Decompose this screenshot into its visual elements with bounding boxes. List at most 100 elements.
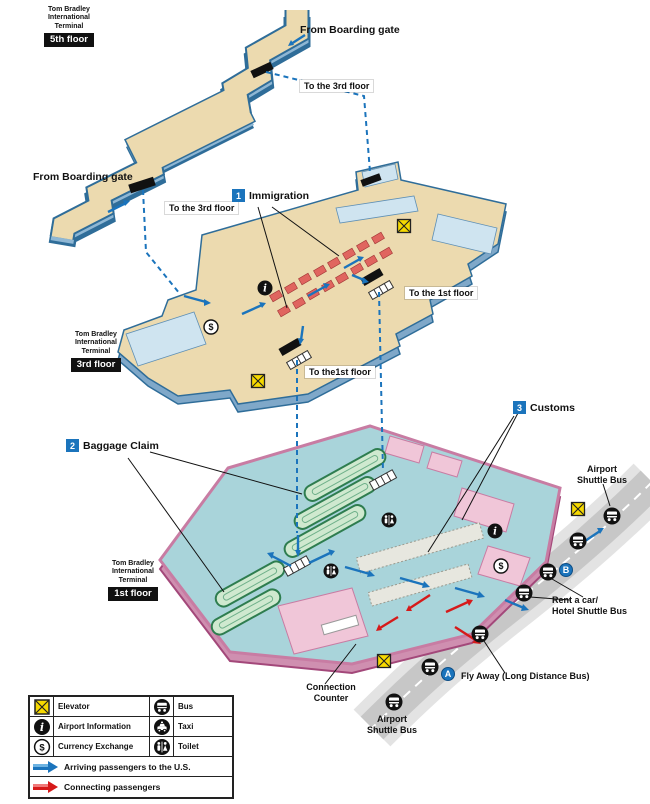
stairs-icon [250, 61, 274, 79]
to-3rd-floor-top-label: To the 3rd floor [300, 80, 374, 92]
bus-icon [603, 507, 621, 525]
to-1st-floor-bottom-label: To the1st floor [305, 366, 375, 378]
toilet-icon [323, 563, 339, 579]
legend-elevator-icon-cell [30, 697, 54, 717]
info-icon: i [257, 280, 273, 296]
legend-currency-label: Currency Exchange [54, 737, 150, 757]
first-floor-rooms [277, 435, 531, 655]
escalator-icon [368, 469, 398, 491]
svg-text:i: i [493, 527, 497, 538]
legend-currency-icon-cell: $ [30, 737, 54, 757]
legend: Elevator Bus i Airport Information Taxi … [28, 695, 234, 799]
elevator-icon [396, 218, 412, 234]
elevator-icon [33, 698, 50, 715]
immigration-label: 1 Immigration [232, 189, 309, 202]
bus-icon [515, 584, 533, 602]
legend-info-icon-cell: i [30, 717, 54, 737]
customs-number-badge: 3 [513, 401, 526, 414]
stairs-icon [128, 176, 156, 194]
third-floor: i $ [117, 161, 507, 413]
bus-icon [569, 532, 587, 550]
airport-shuttle-bus-top-label: Airport Shuttle Bus [576, 464, 627, 486]
info-icon: i [487, 523, 503, 539]
from-boarding-gate-left-label: From Boarding gate [33, 171, 133, 183]
toilet-icon [381, 512, 397, 528]
escalator-icon [367, 279, 395, 301]
elevator-icon [570, 501, 586, 517]
to-3rd-floor-left-label: To the 3rd floor [165, 202, 239, 214]
baggage-carousel [210, 588, 282, 636]
third-floor-stairs [278, 173, 395, 371]
legend-connecting-row: Connecting passengers [30, 777, 232, 797]
to-1st-floor-right-label: To the 1st floor [405, 287, 478, 299]
bus-stop-b-badge: B [559, 563, 573, 577]
currency-exchange-icon: $ [493, 558, 509, 574]
legend-toilet-icon-cell [150, 737, 174, 757]
legend-arriving-label: Arriving passengers to the U.S. [64, 761, 191, 772]
customs-label: 3 Customs [513, 401, 575, 414]
baggage-number-badge: 2 [66, 439, 79, 452]
immigration-number-badge: 1 [232, 189, 245, 202]
bus-icon [153, 698, 170, 715]
floor-connector-paths [142, 71, 384, 533]
airport-shuttle-bus-bottom-label: Airport Shuttle Bus [366, 714, 417, 736]
label-leader-lines [127, 206, 611, 685]
escalator-icon [282, 555, 312, 577]
arriving-arrow-icon [33, 760, 58, 773]
terminal-title-5th: Tom Bradley International Terminal 5th f… [26, 6, 112, 47]
bus-icon [421, 658, 439, 676]
legend-info-label: Airport Information [54, 717, 150, 737]
baggage-carousel [283, 504, 367, 558]
rent-a-car-label: Rent a car/ Hotel Shuttle Bus [552, 595, 628, 617]
bus-icon [385, 693, 403, 711]
connection-counter-label: Connection Counter [306, 682, 356, 704]
baggage-claim-label: 2 Baggage Claim [66, 439, 159, 452]
svg-text:$: $ [208, 322, 213, 332]
baggage-carousel [303, 448, 387, 502]
legend-elevator-label: Elevator [54, 697, 150, 717]
currency-exchange-icon: $ [33, 738, 50, 755]
currency-exchange-icon: $ [203, 319, 219, 335]
svg-text:$: $ [39, 742, 45, 753]
floor-badge-1st: 1st floor [108, 587, 158, 601]
info-icon: i [33, 718, 50, 735]
stairs-icon [360, 173, 382, 187]
baggage-carousels [210, 448, 387, 636]
customs-inspection-strips [355, 522, 485, 607]
fly-away-label: Fly Away (Long Distance Bus) [461, 671, 590, 681]
from-boarding-gate-top-label: From Boarding gate [300, 24, 400, 36]
fifth-floor [48, 10, 311, 248]
legend-taxi-label: Taxi [174, 717, 232, 737]
svg-text:i: i [263, 284, 267, 295]
legend-toilet-label: Toilet [174, 737, 232, 757]
arriving-passenger-arrows [107, 33, 604, 611]
elevator-icon [250, 373, 266, 389]
bus-stop-a-badge: A [441, 667, 455, 681]
legend-connecting-label: Connecting passengers [64, 782, 161, 792]
immigration-booths [269, 231, 393, 318]
bus-stops [385, 507, 621, 711]
floor-badge-5th: 5th floor [44, 33, 94, 47]
bus-icon [539, 563, 557, 581]
first-floor-escalators [282, 469, 398, 577]
svg-text:i: i [39, 720, 43, 733]
legend-bus-icon-cell [150, 697, 174, 717]
taxi-icon [153, 718, 170, 735]
connection-counter-desk [320, 614, 360, 636]
terminal-title-1st: Tom Bradley International Terminal 1st f… [90, 560, 176, 601]
svg-text:$: $ [498, 561, 503, 571]
legend-bus-label: Bus [174, 697, 232, 717]
escalator-icon [285, 349, 313, 371]
legend-taxi-icon-cell [150, 717, 174, 737]
floor-badge-3rd: 3rd floor [70, 358, 122, 372]
legend-arriving-row: Arriving passengers to the U.S. [30, 757, 232, 777]
first-floor: i $ [158, 424, 586, 675]
elevator-icon [376, 653, 392, 669]
baggage-carousel [214, 560, 286, 608]
stairs-icon [278, 338, 302, 356]
bus-icon [471, 625, 489, 643]
connecting-arrow-icon [33, 781, 58, 793]
terminal-title-3rd: Tom Bradley International Terminal 3rd f… [53, 331, 139, 372]
